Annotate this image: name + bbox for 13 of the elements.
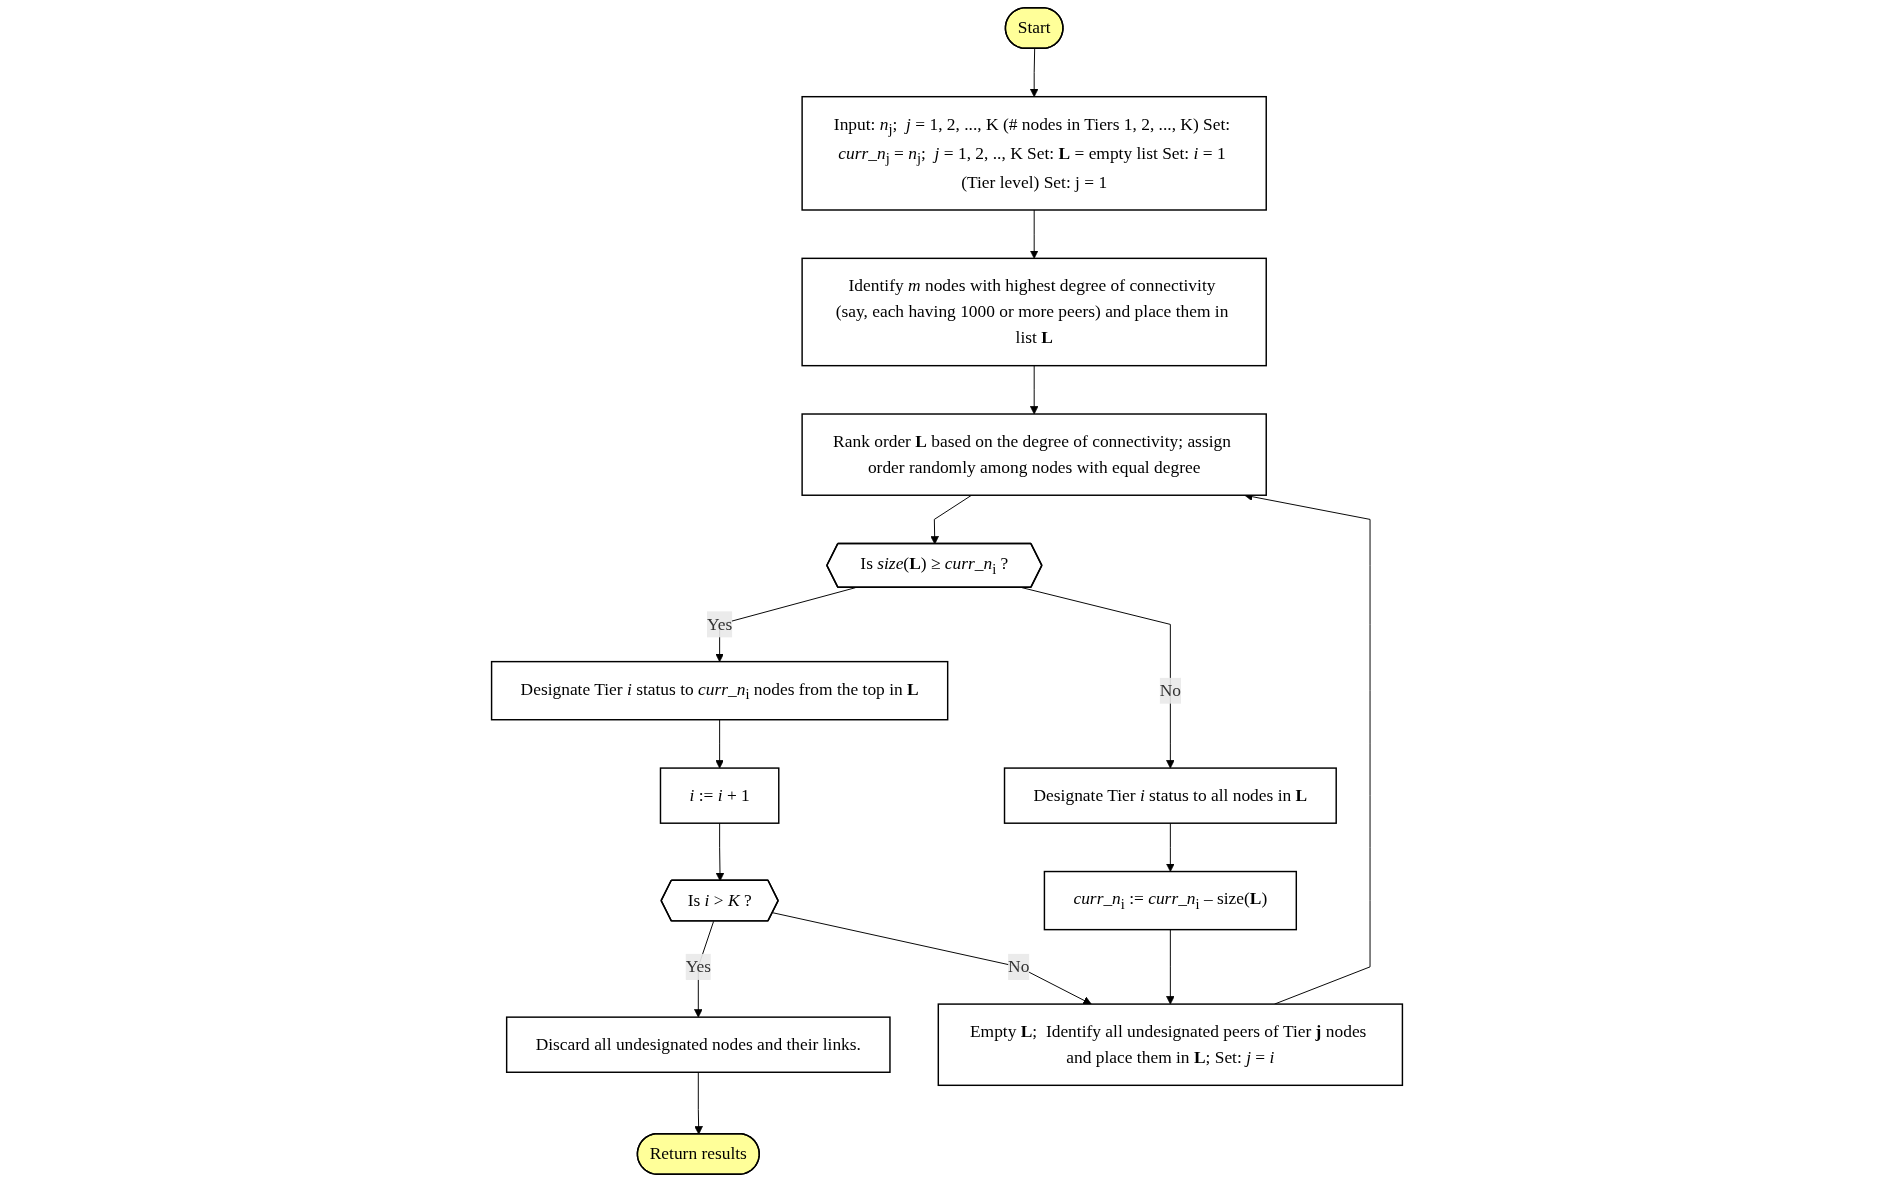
edge-label: No [1008, 956, 1030, 977]
edge-label: Yes [706, 614, 733, 634]
node-box: curr_n$_{i}$ := curr_n$_{i}$ – size(L) [1043, 870, 1298, 931]
edge-label: Yes [685, 956, 711, 977]
edge-label: No [1159, 680, 1181, 700]
node-box: i := i + 1 [659, 767, 780, 824]
node-box: Discard all undesignated nodes and their links. [505, 1016, 891, 1073]
node-box: Designate Tier i status to curr_n$_{i}$ nodes from the top in L [490, 660, 949, 721]
node-box: Rank order L based on the degree of connectivity; assign order randomly among nodes with equal degree [801, 413, 1267, 496]
node-box: Identify m nodes with highest degree of connectivity (say, each having 1000 or more peers) and place them in list L [801, 257, 1267, 367]
node-box: Designate Tier i status to all nodes in L [1003, 767, 1337, 824]
node-box: Input: n$_{j}$; j = 1, 2, ..., K (# nodes in Tiers 1, 2, ..., K) Set: curr_n$_{j}$ = n$_{j}$; j = 1, 2, .., K Set: L = empty list Set: i = 1 (Tier level) Set: j = 1 [801, 95, 1267, 211]
node-box: Empty L; Identify all undesignated peers of Tier j nodes and place them in L; Set: j = i [937, 1003, 1404, 1087]
